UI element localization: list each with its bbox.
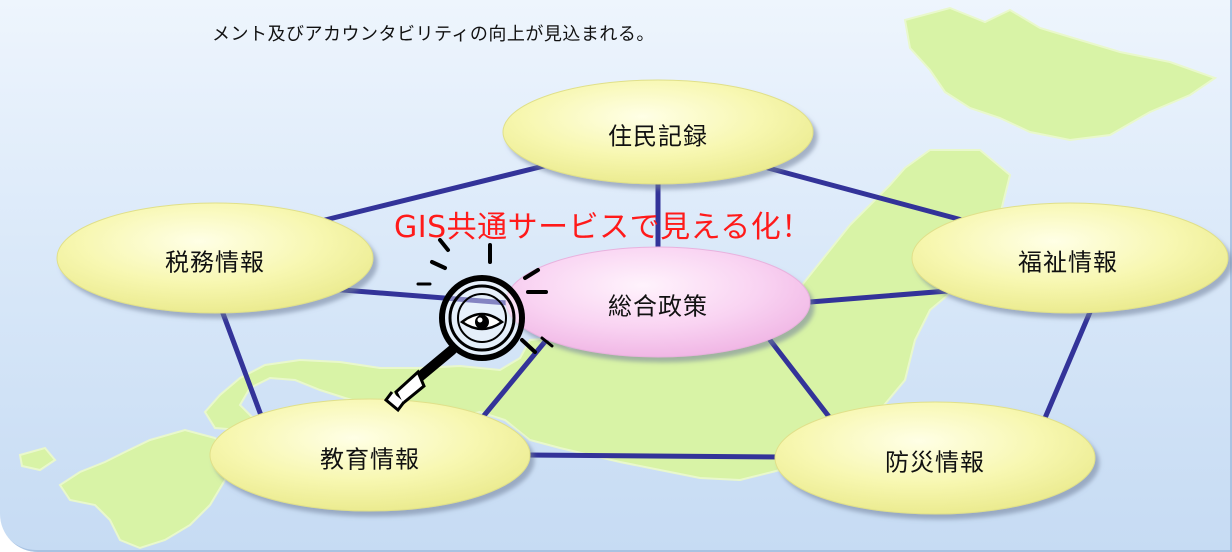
node-label-top: 住民記録 — [608, 122, 708, 151]
node-right-shape — [911, 202, 1229, 314]
connector-left-center — [327, 286, 523, 307]
connector-right-center — [807, 287, 963, 305]
node-label-bottom-right: 防災情報 — [885, 448, 985, 477]
caption-text: メント及びアカウンタビリティの向上が見込まれる。 — [212, 24, 655, 45]
node-label-bottom-left: 教育情報 — [320, 445, 420, 474]
node-bottomleft-shape — [209, 398, 531, 512]
node-label-center: 総合政策 — [608, 292, 708, 321]
node-left-shape — [56, 202, 374, 314]
node-label-left: 税務情報 — [165, 248, 265, 277]
connector-right-bottomright — [1042, 302, 1096, 421]
node-bottomright-shape — [774, 401, 1096, 515]
headline-text: GIS共通サービスで見える化！ — [394, 210, 812, 245]
node-top-shape — [502, 79, 814, 185]
connector-center-bottomleft — [479, 335, 551, 421]
connector-lines — [212, 162, 1096, 460]
connector-top-right — [765, 165, 965, 223]
node-center-shape — [505, 246, 811, 358]
node-label-right: 福祉情報 — [1018, 248, 1118, 277]
magnifier-eye-icon — [383, 238, 554, 413]
connector-bottom — [525, 452, 783, 460]
connector-top-left — [322, 162, 551, 223]
connector-center-bottomright — [767, 337, 833, 421]
